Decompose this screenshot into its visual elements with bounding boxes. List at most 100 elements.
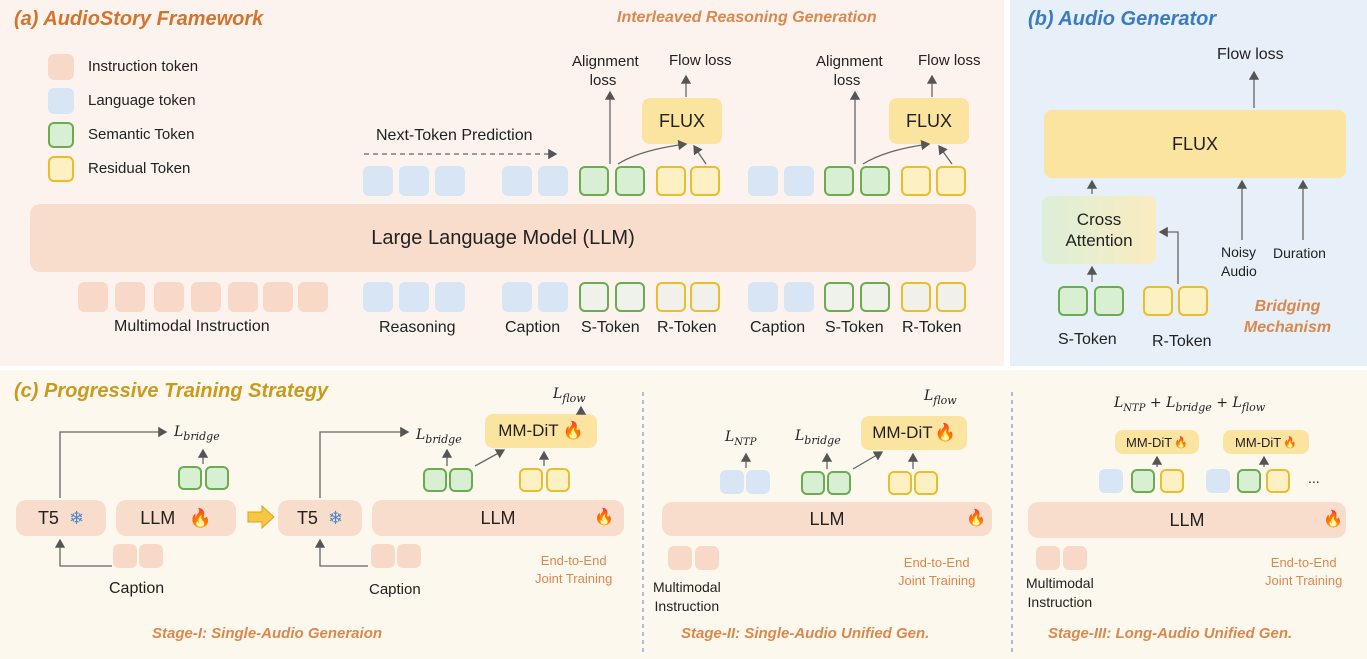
top-semantic-token bbox=[615, 166, 645, 196]
stage2-language-token bbox=[746, 470, 770, 494]
bottom-language-token bbox=[435, 282, 465, 312]
bottom-instruction-token bbox=[115, 282, 145, 312]
bottom-semantic-token bbox=[579, 282, 609, 312]
panel-b-flux-box: FLUX bbox=[1044, 110, 1346, 178]
s-token-label-1: S-Token bbox=[581, 319, 640, 336]
panel-b-title: (b) Audio Generator bbox=[1028, 8, 1217, 30]
bottom-semantic-token bbox=[824, 282, 854, 312]
mmdit-label: MM-DiT bbox=[872, 423, 933, 442]
top-residual-token bbox=[936, 166, 966, 196]
bridging-mechanism-label: Bridging Mechanism bbox=[1243, 298, 1332, 336]
next-token-label: Next-Token Prediction bbox=[376, 127, 533, 144]
stage2-mmdit-box: MM-DiT 🔥 bbox=[861, 416, 967, 450]
legend-language-label: Language token bbox=[88, 92, 196, 109]
bottom-language-token bbox=[399, 282, 429, 312]
stage1-l-bridge-b: Lbridge bbox=[416, 427, 462, 446]
fire-icon: 🔥 bbox=[934, 423, 956, 442]
stage1-caption-b: Caption bbox=[369, 581, 421, 598]
bottom-instruction-token bbox=[154, 282, 184, 312]
top-language-token bbox=[399, 166, 429, 196]
stage3-instruction-token bbox=[1036, 546, 1060, 570]
legend-residual-label: Residual Token bbox=[88, 160, 191, 177]
bottom-instruction-token bbox=[191, 282, 221, 312]
stage2-residual-token bbox=[888, 471, 912, 495]
stage2-semantic-token bbox=[827, 471, 851, 495]
caption-label-1: Caption bbox=[505, 319, 561, 336]
legend-instruction-swatch bbox=[48, 54, 74, 80]
panel-b-r-token-label: R-Token bbox=[1152, 333, 1212, 350]
stage1-t5-box-b: T5 ❄ bbox=[278, 500, 362, 536]
stage1-semantic-token bbox=[178, 466, 202, 490]
legend-semantic-swatch bbox=[48, 122, 74, 148]
stage1-instruction-token bbox=[397, 544, 421, 568]
panel-b-flow-loss: Flow loss bbox=[1217, 46, 1284, 63]
stage3-llm-box: LLM bbox=[1028, 502, 1346, 538]
alignment-loss-label-2: Alignment loss bbox=[816, 53, 883, 89]
stage1-instruction-token bbox=[139, 544, 163, 568]
stage1-semantic-token bbox=[205, 466, 229, 490]
bottom-semantic-token bbox=[615, 282, 645, 312]
top-semantic-token bbox=[579, 166, 609, 196]
bottom-residual-token bbox=[936, 282, 966, 312]
bottom-instruction-token bbox=[78, 282, 108, 312]
stage2-semantic-token bbox=[801, 471, 825, 495]
top-language-token bbox=[538, 166, 568, 196]
stage2-residual-token bbox=[914, 471, 938, 495]
panel-b-residual-token bbox=[1178, 286, 1208, 316]
mmdit-label: MM-DiT bbox=[1235, 434, 1282, 450]
top-language-token bbox=[363, 166, 393, 196]
bottom-language-token bbox=[502, 282, 532, 312]
noisy-audio-label: Noisy Audio bbox=[1221, 244, 1257, 279]
llm-label: LLM bbox=[1169, 509, 1205, 530]
fire-icon: 🔥 bbox=[562, 421, 584, 440]
stage1-l-flow: Lflow bbox=[553, 386, 586, 405]
stage3-semantic-token bbox=[1237, 469, 1261, 493]
bottom-language-token bbox=[363, 282, 393, 312]
s-token-label-2: S-Token bbox=[825, 319, 884, 336]
top-language-token bbox=[435, 166, 465, 196]
snowflake-icon: ❄ bbox=[327, 507, 344, 528]
stage3-loss-formula: LNTP + Lbridge + Lflow bbox=[1114, 395, 1266, 414]
panel-c-title: (c) Progressive Training Strategy bbox=[14, 380, 329, 402]
stage1-mmdit-box: MM-DiT 🔥 bbox=[485, 414, 597, 448]
stage3-language-token bbox=[1099, 469, 1123, 493]
stage2-l-ntp: LNTP bbox=[725, 429, 757, 448]
top-semantic-token bbox=[824, 166, 854, 196]
legend-residual-swatch bbox=[48, 156, 74, 182]
top-semantic-token bbox=[860, 166, 890, 196]
stage1-residual-token bbox=[546, 468, 570, 492]
panel-b-s-token-label: S-Token bbox=[1058, 331, 1117, 348]
fire-icon: 🔥 bbox=[1174, 436, 1188, 449]
duration-label: Duration bbox=[1273, 245, 1326, 261]
flux-box-1: FLUX bbox=[642, 98, 722, 144]
panel-a-subtitle: Interleaved Reasoning Generation bbox=[617, 9, 877, 26]
stage3-residual-token bbox=[1160, 469, 1184, 493]
fire-icon: 🔥 bbox=[594, 509, 614, 526]
caption-label-2: Caption bbox=[750, 319, 806, 336]
stage2-llm-box: LLM bbox=[662, 502, 992, 536]
stage1-residual-token bbox=[519, 468, 543, 492]
legend-semantic-label: Semantic Token bbox=[88, 126, 195, 143]
stage3-residual-token bbox=[1266, 469, 1290, 493]
bottom-residual-token bbox=[656, 282, 686, 312]
stage2-instruction-token bbox=[668, 546, 692, 570]
stage2-l-flow: Lflow bbox=[924, 388, 957, 407]
llm-box: Large Language Model (LLM) bbox=[30, 204, 976, 272]
panel-b-semantic-token bbox=[1094, 286, 1124, 316]
stage1-semantic-token bbox=[423, 468, 447, 492]
fire-icon: 🔥 bbox=[189, 507, 212, 528]
llm-label: LLM bbox=[140, 507, 176, 528]
mmdit-label: MM-DiT bbox=[1126, 434, 1173, 450]
cross-attention-box: Cross Attention bbox=[1042, 196, 1156, 264]
top-residual-token bbox=[656, 166, 686, 196]
bottom-residual-token bbox=[690, 282, 720, 312]
bottom-language-token bbox=[748, 282, 778, 312]
bottom-language-token bbox=[784, 282, 814, 312]
t5-label: T5 bbox=[37, 507, 59, 528]
snowflake-icon: ❄ bbox=[68, 507, 85, 528]
